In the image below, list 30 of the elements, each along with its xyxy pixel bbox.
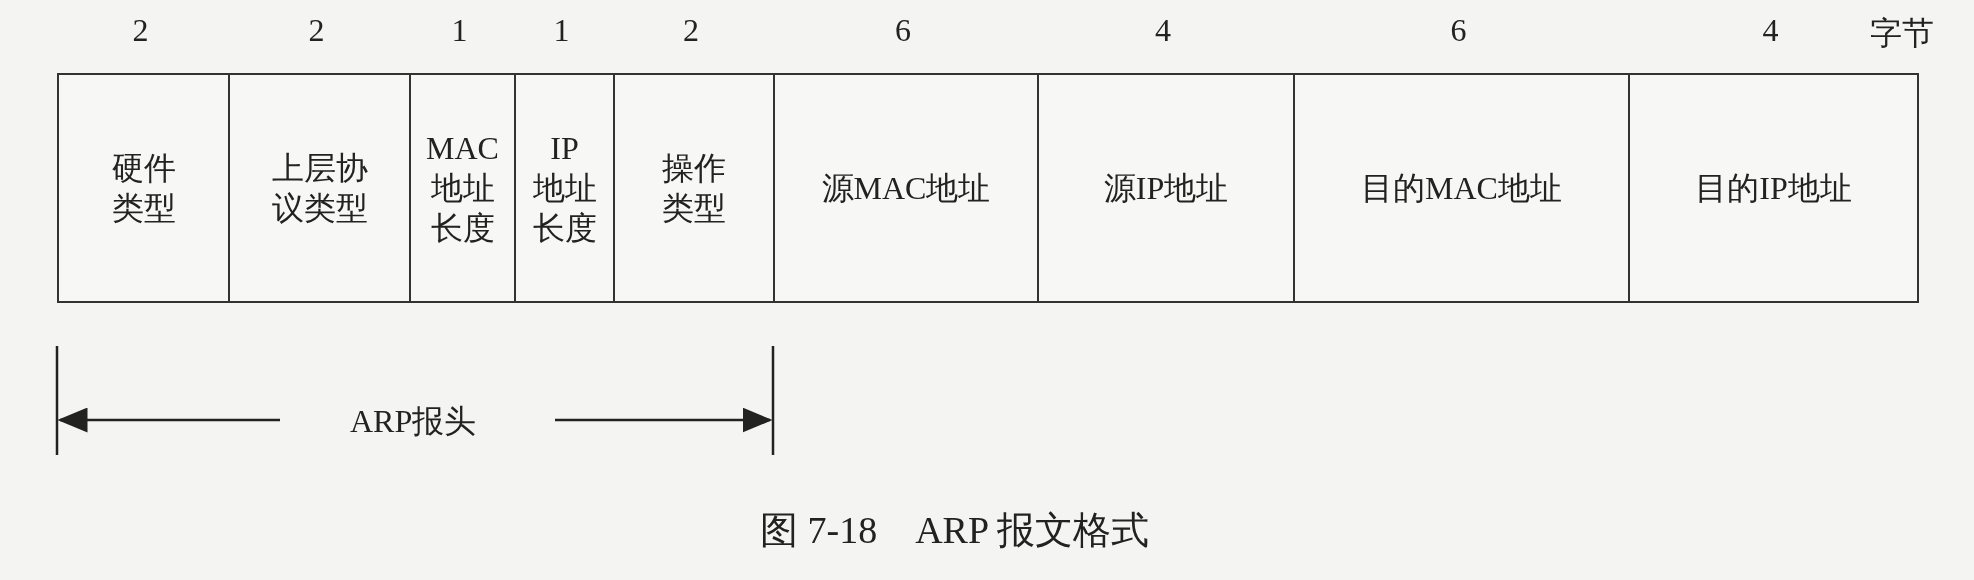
field-cell [409,73,516,303]
field-name: IP地址长度 [532,129,597,248]
unit-label: 字节 [1870,14,1934,53]
field-name: 操作类型 [662,149,726,228]
figure-caption: 图 7-18 ARP 报文格式 [760,508,1150,553]
field-cell [1628,73,1919,303]
field-cell [773,73,1039,303]
dimension-label: ARP报头 [350,402,477,441]
byte-count: 4 [1762,12,1779,49]
field-cell [1037,73,1295,303]
field-name: 目的IP地址 [1695,169,1852,208]
field-name: 源MAC地址 [821,169,991,208]
byte-count: 6 [895,12,911,49]
byte-count: 1 [553,12,570,49]
field-name: 源IP地址 [1103,169,1229,208]
byte-count: 2 [308,12,325,49]
byte-count: 2 [683,12,699,49]
byte-count: 1 [451,12,468,49]
field-cell [514,73,615,303]
field-name: 硬件类型 [111,149,176,228]
byte-count: 4 [1155,12,1171,49]
field-name: 上层协议类型 [271,149,368,228]
field-name: MAC地址长度 [426,129,499,248]
field-name: 目的MAC地址 [1361,169,1562,208]
field-cell [613,73,775,303]
byte-count: 6 [1450,12,1467,49]
field-cell [1293,73,1630,303]
field-cell [228,73,411,303]
byte-count: 2 [132,12,149,49]
field-cell [57,73,230,303]
